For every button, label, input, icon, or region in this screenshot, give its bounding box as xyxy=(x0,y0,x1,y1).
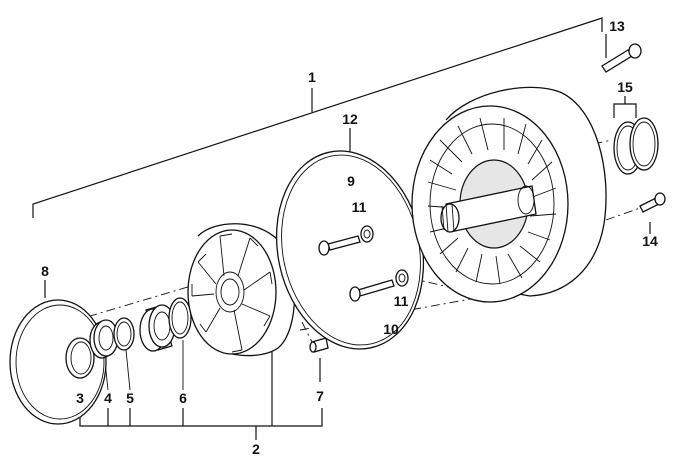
housing-blades xyxy=(427,117,557,285)
callout-5: 5 xyxy=(126,390,134,406)
dowel-pin-axis xyxy=(301,321,313,343)
housing-shaft-end xyxy=(440,203,460,233)
housing-shaft-collar xyxy=(517,185,535,215)
callout-2: 2 xyxy=(252,441,260,457)
part-10-bolt-head xyxy=(349,286,361,302)
part-11-washer-upper xyxy=(360,225,374,243)
part-15-ring-back-inner xyxy=(632,121,656,167)
callout-3: 3 xyxy=(76,390,84,406)
impeller-hub-bore xyxy=(220,278,240,306)
callout-5-leader xyxy=(125,349,131,391)
callout-13: 13 xyxy=(609,18,625,34)
part-6-ring-inner xyxy=(171,301,189,335)
callout-1-bracket xyxy=(32,17,603,218)
impeller-vane-tips xyxy=(191,233,273,353)
part-11-washer-lower-hole xyxy=(398,273,406,283)
part-11-washer-lower xyxy=(395,269,409,287)
part-8-seal-disc-inner xyxy=(15,304,105,420)
callout-12: 12 xyxy=(342,111,358,127)
callout-15-bracket xyxy=(613,103,637,118)
housing-shaft-splines xyxy=(441,203,455,233)
callout-11-upper: 11 xyxy=(352,199,367,215)
callout-6: 6 xyxy=(179,390,187,406)
impeller-vanes xyxy=(191,235,271,351)
part-15-ring-back xyxy=(629,117,659,171)
part-8-seal-disc xyxy=(9,299,107,425)
impeller-face xyxy=(187,229,277,355)
part-9-bolt-head xyxy=(318,240,330,256)
callout-1: 1 xyxy=(308,69,316,85)
part-13-bolt-head xyxy=(628,43,642,59)
part-11-washer-upper-hole xyxy=(363,229,371,239)
part-5-ring-inner xyxy=(116,321,132,347)
callout-9: 9 xyxy=(347,173,355,189)
callout-4: 4 xyxy=(104,390,112,406)
housing-inner-rim xyxy=(429,123,555,285)
callout-7: 7 xyxy=(316,388,324,404)
bolt-14-axis xyxy=(605,207,641,221)
part-6-ring xyxy=(168,297,192,339)
part-4-bushing-bore xyxy=(98,325,114,351)
part-3-ring-inner xyxy=(70,341,92,375)
callout-8: 8 xyxy=(41,263,49,279)
part-7-dowel-pin-end xyxy=(309,341,317,353)
part-14-bolt-head xyxy=(654,192,666,206)
callout-2-bracket xyxy=(79,408,323,427)
impeller-hub xyxy=(215,271,245,313)
callout-15: 15 xyxy=(617,79,633,95)
callout-10: 10 xyxy=(383,321,399,337)
callout-11-lower: 11 xyxy=(394,293,409,309)
callout-14: 14 xyxy=(642,233,658,249)
